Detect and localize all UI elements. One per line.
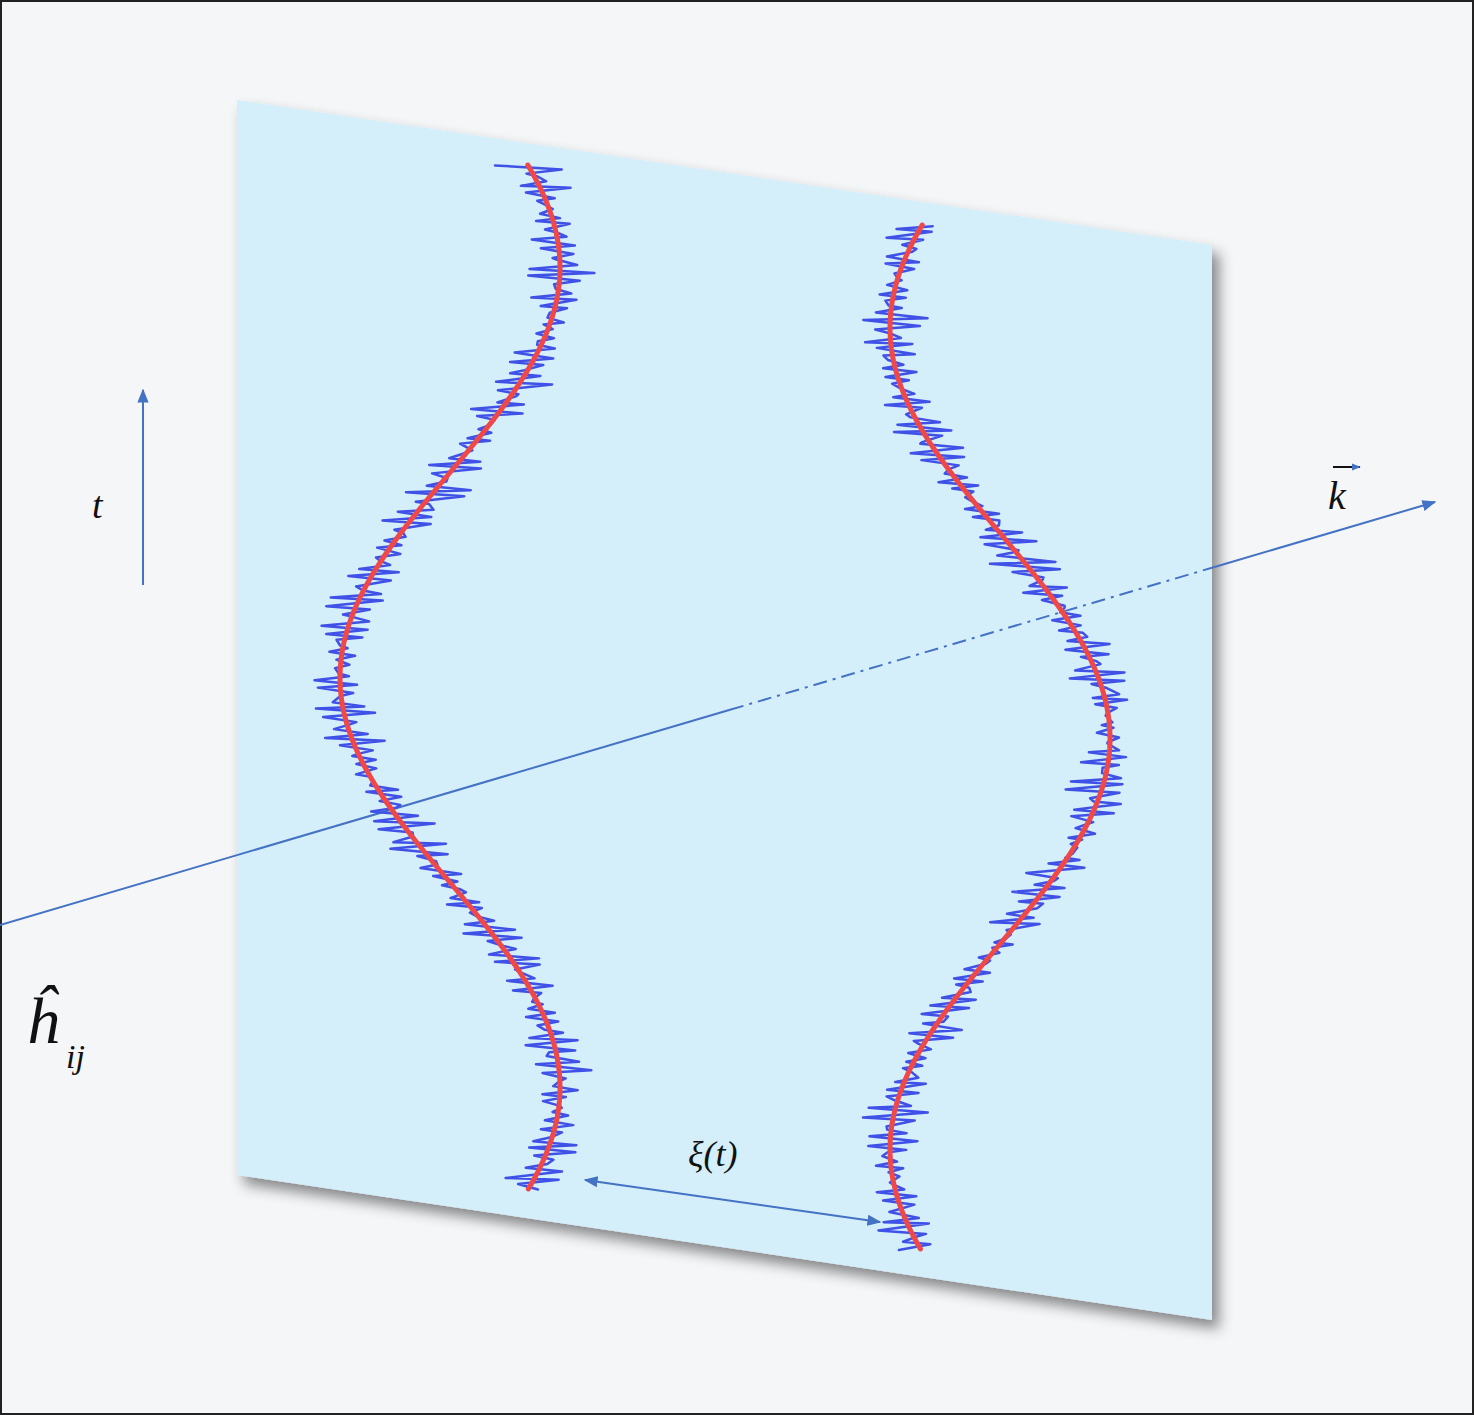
mean-trajectory <box>340 165 560 1189</box>
time-label: t <box>92 486 103 524</box>
time-arrow <box>142 390 144 585</box>
transverse-plane <box>237 100 1212 1320</box>
particle-worldlines <box>315 165 1128 1250</box>
wave-vector-label: k <box>1328 476 1346 516</box>
strain-indices: ij <box>66 1040 85 1074</box>
vector-accent <box>1333 466 1360 468</box>
noisy-trajectory <box>315 165 595 1189</box>
noisy-trajectory <box>863 226 1127 1250</box>
wave-vector-line <box>0 855 237 925</box>
strain-symbol: ĥ <box>26 988 59 1054</box>
separation-arrow <box>585 1180 880 1222</box>
mean-trajectory <box>890 225 1110 1249</box>
wave-vector-line <box>237 710 730 855</box>
separation-label: ξ(t) <box>688 1136 737 1172</box>
wave-vector-arrow <box>1212 502 1435 568</box>
wave-vector-hidden <box>730 568 1212 710</box>
